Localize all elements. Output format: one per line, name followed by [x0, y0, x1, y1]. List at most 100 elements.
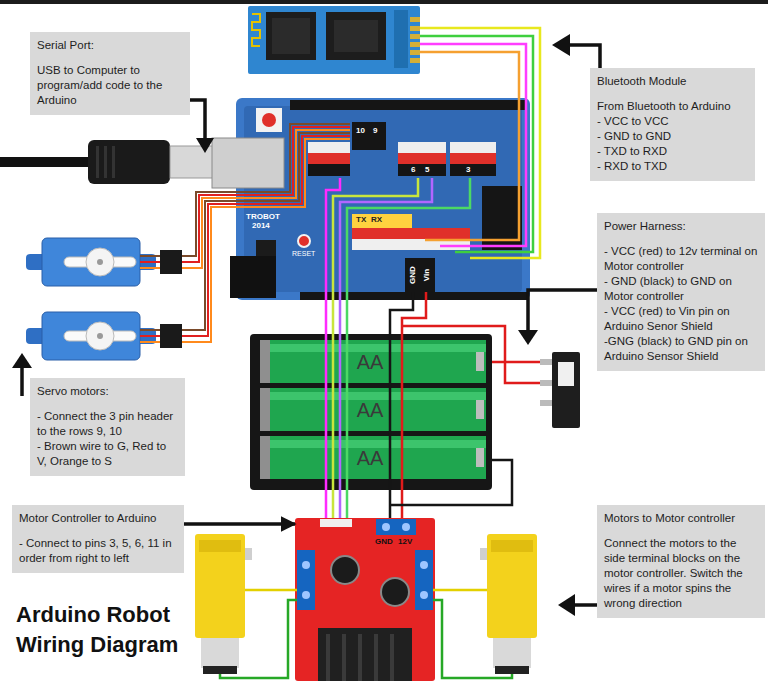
bluetooth-module	[410, 26, 420, 31]
bluetooth-module	[252, 14, 260, 46]
bluetooth-module	[410, 50, 420, 55]
arduino-board	[212, 138, 284, 188]
arduino-board	[405, 258, 435, 292]
servo-motor	[42, 238, 140, 286]
pin-label: 5	[425, 166, 429, 174]
signal-wires	[347, 178, 470, 518]
leader-arrow	[552, 34, 570, 56]
pin-label: 6	[411, 166, 415, 174]
servo-motor	[97, 333, 103, 339]
motor-controller	[390, 634, 394, 681]
servo-motor	[140, 341, 160, 343]
usb-cable	[96, 146, 99, 178]
dc-motor	[495, 666, 529, 674]
arduino-board	[308, 153, 350, 164]
bluetooth-wires	[420, 52, 519, 240]
battery-pack	[250, 334, 492, 490]
dc-motor	[491, 540, 533, 552]
battery-label: AA	[357, 352, 384, 372]
arduino-board	[450, 164, 496, 176]
leader-arrow	[569, 45, 600, 68]
arduino-board	[308, 142, 350, 153]
battery-pack	[260, 436, 486, 479]
bluetooth-module	[410, 58, 420, 63]
dc-motor	[480, 548, 487, 560]
motor-controller	[420, 591, 428, 599]
motor-wires	[220, 590, 512, 678]
callout-box: Motor Controller to Arduino - Connect to …	[12, 505, 184, 573]
leader-arrow	[12, 34, 600, 616]
callout-text: - GND (black) to GND on Motor controller	[604, 274, 758, 304]
servo-motor	[140, 255, 160, 257]
connector-arrow	[184, 522, 295, 526]
bluetooth-module	[248, 6, 420, 74]
motor-controller	[326, 634, 330, 681]
motor-wires	[220, 600, 297, 678]
motor-wires	[433, 600, 512, 678]
servo-motor	[86, 322, 114, 350]
servo-motor	[140, 261, 160, 263]
pin-label: 3	[466, 166, 470, 174]
battery-pack	[476, 400, 484, 419]
arduino-board	[298, 235, 310, 247]
arduino-board	[256, 108, 282, 132]
power-wires	[492, 361, 540, 364]
servo-motor	[160, 250, 182, 274]
power-wires	[390, 460, 512, 505]
bluetooth-wires	[420, 28, 540, 258]
terminal-label: 12V	[398, 538, 412, 546]
motor-controller	[320, 519, 352, 527]
battery-pack	[260, 436, 270, 479]
callout-text: - Connect to pins 3, 5, 6, 11 in order f…	[19, 536, 177, 566]
callout-text: - Connect the 3 pin header to the rows 9…	[37, 409, 178, 439]
motor-controller	[342, 634, 346, 681]
leader-arrow	[190, 100, 205, 140]
dc-motor	[480, 534, 537, 674]
callout-text: - VCC to VCC	[597, 114, 748, 129]
arduino-board	[450, 153, 496, 164]
motor-controller	[295, 518, 435, 681]
pin-label: Vin	[423, 269, 431, 281]
servo-motor	[140, 267, 160, 269]
power-switch	[540, 380, 552, 386]
leader-arrow	[574, 603, 597, 607]
bluetooth-module	[410, 42, 420, 47]
callout-heading: Motor Controller to Arduino	[19, 511, 177, 526]
dc-motor	[203, 666, 237, 674]
power-wires	[390, 292, 540, 518]
motor-controller	[297, 550, 315, 610]
dc-motor	[195, 534, 252, 674]
battery-pack	[260, 340, 486, 383]
pin-label: GND	[409, 266, 417, 284]
motor-controller	[295, 518, 435, 681]
arduino-board	[290, 100, 526, 110]
arduino-board	[262, 113, 276, 127]
battery-pack	[260, 340, 270, 383]
callout-box: Power Harness:- VCC (red) to 12v termina…	[597, 213, 765, 371]
bluetooth-module	[394, 10, 408, 68]
bluetooth-module	[410, 17, 420, 22]
arduino-board	[398, 142, 446, 153]
leader-arrow	[558, 594, 575, 616]
board-marking: 2014	[252, 222, 270, 230]
leader-arrow	[20, 366, 24, 396]
pin-label: RX	[371, 216, 382, 224]
callout-text: Connect the motors to the side terminal …	[604, 536, 758, 611]
motor-wires	[245, 589, 297, 592]
arduino-board	[450, 142, 496, 153]
arduino-board	[230, 256, 276, 298]
usb-cable	[0, 157, 92, 167]
motor-controller-board: GND12V	[295, 518, 435, 681]
bluetooth-wires	[420, 28, 540, 258]
callout-text: - Brown wire to G, Red to V, Orange to S	[37, 439, 178, 469]
power-switch	[552, 352, 580, 428]
callout-box: Motors to Motor controllerConnect the mo…	[597, 505, 765, 618]
callout-box: Serial Port:USB to Computer to program/a…	[30, 32, 190, 115]
leader-arrow	[196, 138, 214, 153]
dc-motor	[493, 638, 531, 668]
motor-controller	[358, 634, 362, 681]
bluetooth-wires	[420, 36, 533, 252]
arduino-board	[352, 228, 470, 239]
pin-label: 10	[356, 127, 365, 135]
callout-text: USB to Computer to program/add code to t…	[37, 63, 183, 108]
